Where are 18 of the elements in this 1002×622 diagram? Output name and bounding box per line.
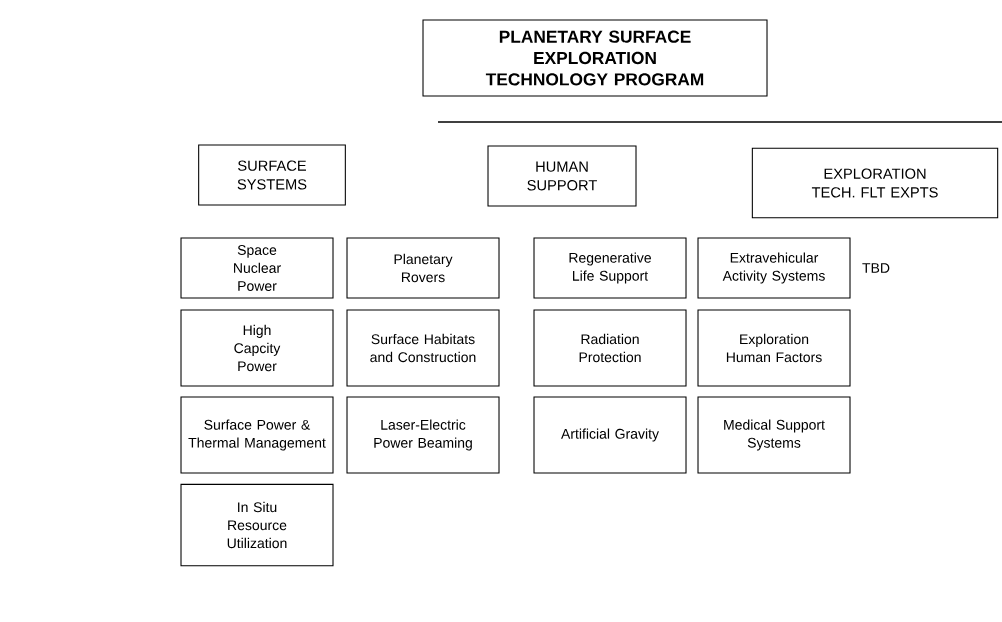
category-box: SURFACE SYSTEMS: [198, 144, 346, 206]
topic-box: Radiation Protection: [533, 309, 687, 387]
title-box: PLANETARY SURFACE EXPLORATION TECHNOLOGY PROGRAM: [422, 19, 768, 97]
topic-box: In Situ Resource Utilization: [180, 483, 334, 567]
topic-box: Exploration Human Factors: [697, 309, 851, 387]
topic-box: High Capcity Power: [180, 309, 334, 387]
topic-box: Surface Power & Thermal Management: [180, 396, 334, 474]
category-box: EXPLORATION TECH. FLT EXPTS: [751, 147, 999, 219]
note-text: TBD: [862, 263, 890, 273]
topic-box: Extravehicular Activity Systems: [697, 237, 851, 299]
category-box: HUMAN SUPPORT: [487, 145, 637, 207]
topic-box: Artificial Gravity: [533, 396, 687, 474]
topic-box: Laser-Electric Power Beaming: [346, 396, 500, 474]
topic-box: Space Nuclear Power: [180, 237, 334, 299]
topic-box: Regenerative Life Support: [533, 237, 687, 299]
topic-box: Planetary Rovers: [346, 237, 500, 299]
topic-box: Surface Habitats and Construction: [346, 309, 500, 387]
topic-box: Medical Support Systems: [697, 396, 851, 474]
